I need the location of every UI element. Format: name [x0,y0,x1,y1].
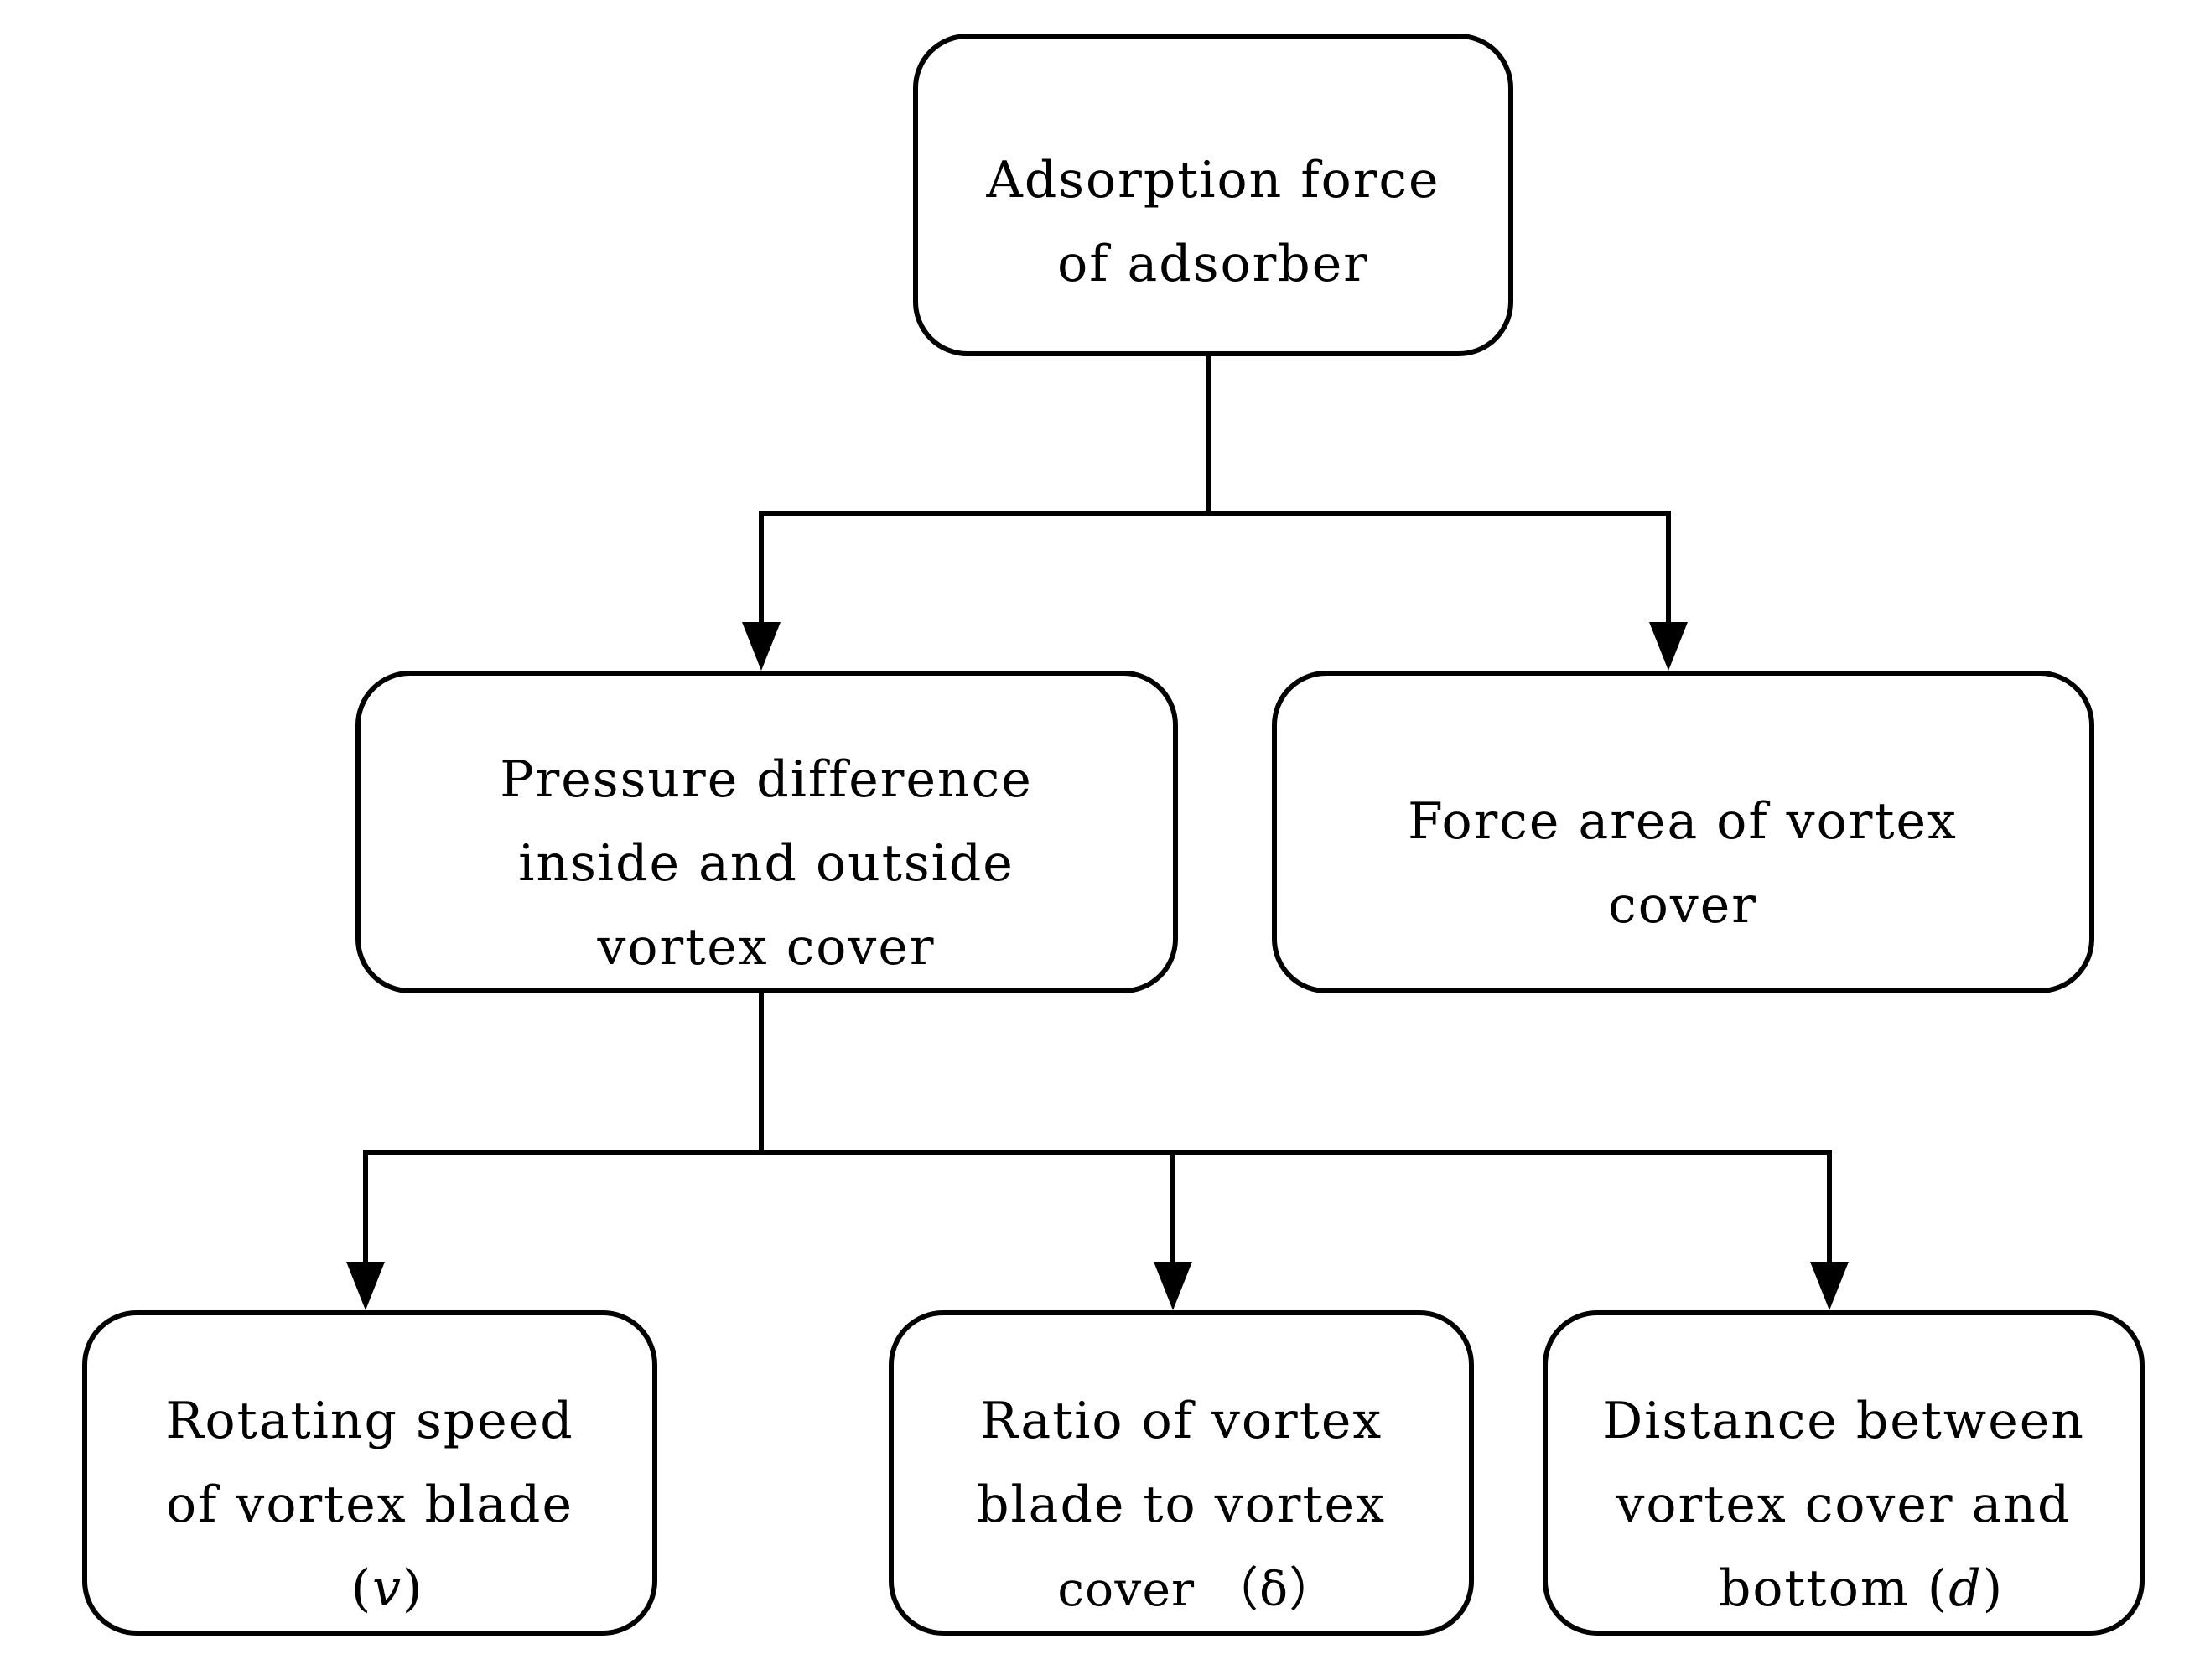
node-label-distance-symbol-line: bottom (d) [1559,1559,2127,1618]
node-label-force-area-line1: Force area of vortex [1408,792,1958,851]
arrowhead-root-to-force-area [1649,622,1688,671]
distance-symbol: d [1948,1559,1982,1618]
node-force-area-of-vortex-cover[interactable]: Force area of vortex cover [1272,671,2094,993]
node-pressure-difference-inside-and-outside-vortex-cover[interactable]: Pressure difference inside and outside v… [355,671,1178,993]
connector-group-pressure [346,993,1849,1310]
arrowhead-root-to-pressure [742,622,781,671]
ratio-symbol-prefix: cover （ [1057,1563,1259,1617]
node-distance-between-vortex-cover-and-bottom[interactable]: Distance between vortex cover and bottom… [1543,1310,2145,1636]
node-label-rotating-speed-line2: of vortex blade [166,1475,573,1534]
node-box-force-area[interactable] [1272,671,2094,993]
ratio-symbol: δ [1259,1563,1289,1617]
node-label-distance-line2: vortex cover and [1616,1475,2072,1534]
node-ratio-of-vortex-blade-to-vortex-cover[interactable]: Ratio of vortex blade to vortex cover （δ… [889,1310,1474,1636]
node-label-distance-line1: Distance between [1602,1392,2085,1450]
distance-symbol-prefix: bottom ( [1719,1559,1948,1618]
node-box-distance[interactable] [1543,1310,2145,1636]
connector-group-root [742,354,1688,671]
node-label-ratio-line1: Ratio of vortex [980,1392,1383,1450]
node-label-ratio-symbol-line: cover （δ） [913,1563,1450,1617]
node-label-root-line2: of adsorber [1057,235,1369,293]
node-rotating-speed-of-vortex-blade[interactable]: Rotating speed of vortex blade (v) [82,1310,657,1636]
node-label-pressure-line2: inside and outside [518,834,1014,893]
node-label-root-line1: Adsorption force [985,151,1440,210]
ratio-symbol-suffix: ） [1289,1563,1337,1617]
rotating-speed-paren-open: ( [351,1559,372,1618]
node-label-pressure-line1: Pressure difference [500,750,1033,809]
distance-symbol-suffix: ) [1983,1559,2004,1618]
node-label-ratio-line2: blade to vortex [977,1475,1386,1534]
node-label-pressure-line3: vortex cover [596,918,935,977]
node-box-rotating-speed[interactable] [82,1310,657,1636]
arrowhead-pressure-to-ratio [1154,1262,1192,1310]
rotating-speed-paren-close: ) [402,1559,423,1618]
node-box-pressure[interactable] [355,671,1178,993]
arrowhead-pressure-to-distance [1810,1262,1849,1310]
node-label-force-area-line2: cover [1608,876,1757,935]
node-label-rotating-speed-line1: Rotating speed [165,1392,573,1450]
rotating-speed-symbol: v [372,1559,402,1618]
node-adsorption-force-of-adsorber[interactable]: Adsorption force of adsorber [913,34,1513,356]
arrowhead-pressure-to-rotating-speed [346,1262,385,1310]
node-box-ratio[interactable] [889,1310,1474,1636]
node-label-rotating-speed-symbol-line: (v) [192,1559,547,1618]
node-box-root[interactable] [913,34,1513,356]
